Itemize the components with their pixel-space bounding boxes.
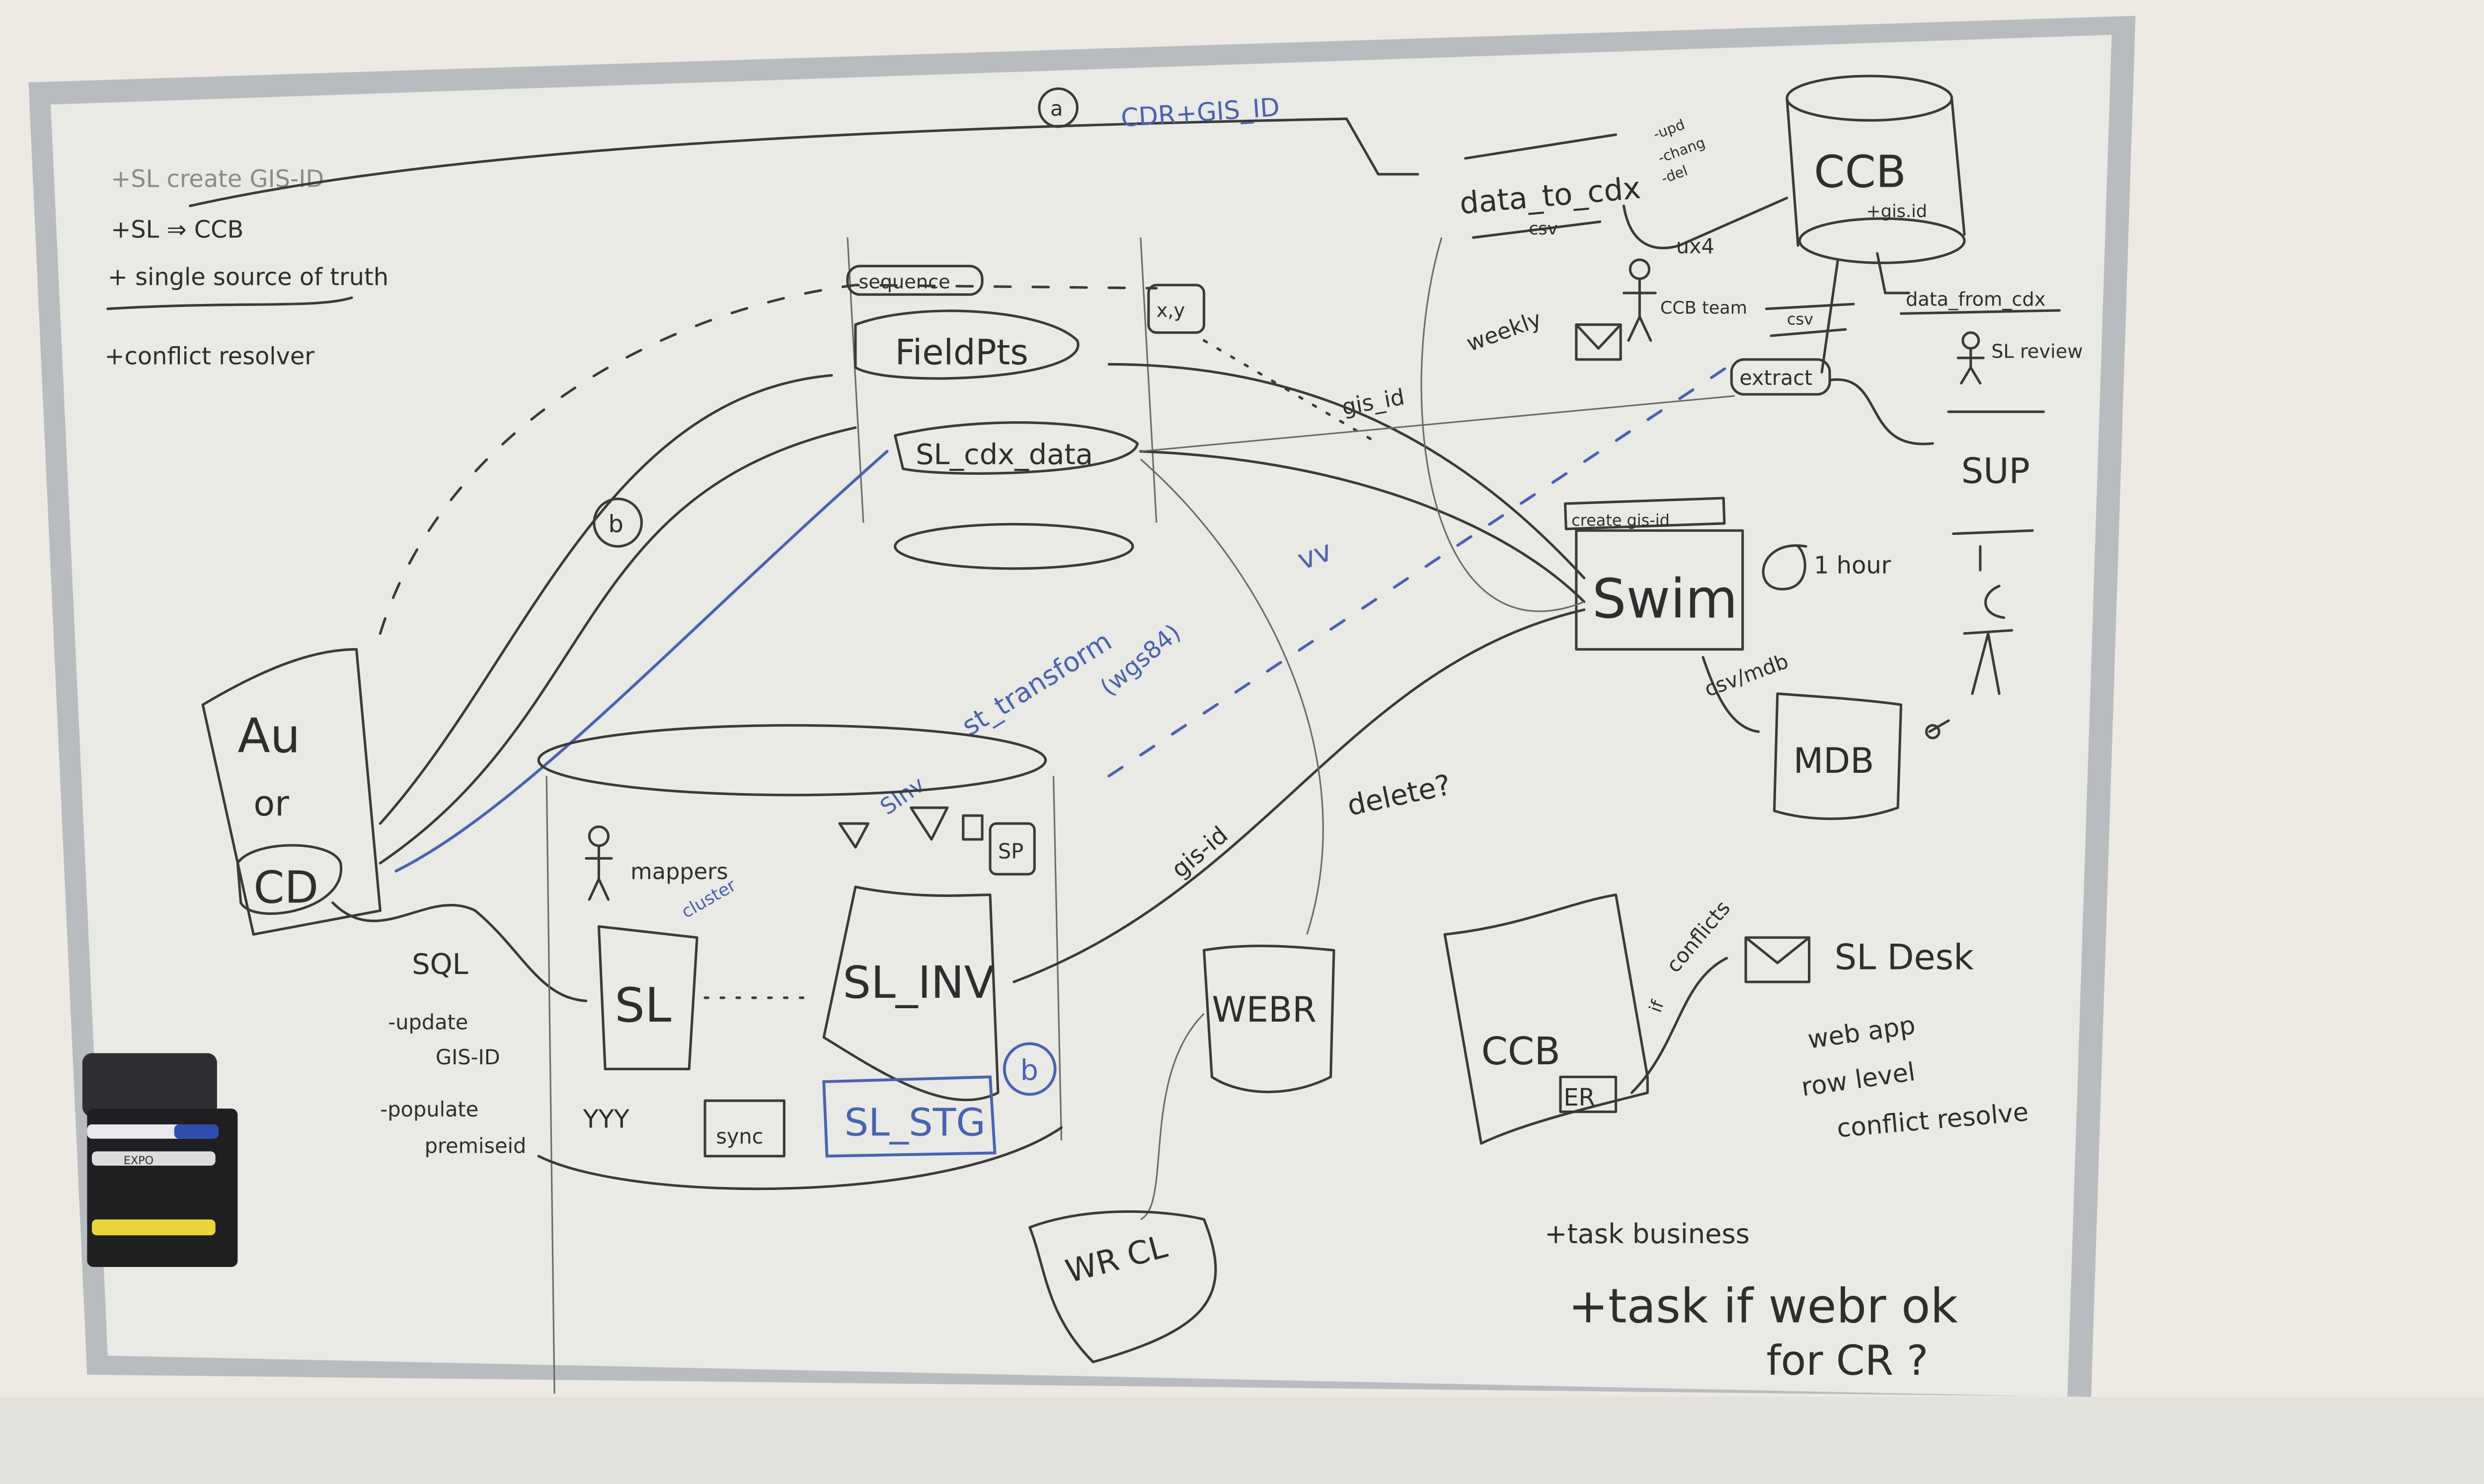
arrow	[1876, 252, 1911, 295]
task-webr-label: +task if webr ok	[1568, 1278, 1958, 1334]
sync-label: sync	[716, 1124, 763, 1148]
note-line: +SL ⇒ CCB	[111, 216, 243, 243]
ccb-conflict-label: CCB	[1481, 1030, 1560, 1074]
ccb-database: CCB +gis.id	[1785, 74, 1966, 264]
marker-brand: EXPO	[124, 1154, 154, 1167]
note-line: +conflict resolver	[104, 343, 314, 370]
task-business-label: +task business	[1545, 1218, 1750, 1250]
sl-database: mappers cluster SL SL_INV SP SL_STG sync…	[537, 724, 1063, 1394]
or-label: or	[253, 783, 289, 824]
csv-label: csv	[1787, 310, 1813, 329]
envelope-icon	[1575, 323, 1622, 361]
for-cr-label: for CR ?	[1766, 1336, 1928, 1385]
ux4-arrow	[1622, 197, 1788, 249]
central-database: sequence FieldPts x,y SL_cdx_data	[846, 237, 1206, 570]
sl-label: SL	[615, 977, 671, 1033]
er-label: ER	[1563, 1084, 1595, 1112]
swim-box	[1575, 529, 1744, 651]
flow-sl-cdx-swim	[1139, 450, 1586, 603]
sl-cdx-data-label: SL_cdx_data	[916, 438, 1093, 471]
ux4-label: ux4	[1676, 234, 1714, 258]
sql-premise: premiseid	[425, 1134, 527, 1158]
flow-fieldpts-swim	[1107, 363, 1586, 580]
sql-notes: SQL -update GIS-ID -populate premiseid	[380, 948, 526, 1158]
webr-box	[1202, 944, 1335, 1094]
swim-label: Swim	[1592, 568, 1738, 631]
mdb-database: MDB	[1773, 692, 1903, 820]
sql-gis-id: GIS-ID	[436, 1045, 500, 1069]
xy-label: x,y	[1157, 299, 1185, 322]
note-line: + single source of truth	[108, 264, 388, 291]
notes: +SL create GIS-ID +SL ⇒ CCB + single sou…	[104, 165, 388, 370]
sql-populate: -populate	[380, 1098, 478, 1121]
create-gis-id-box	[1563, 497, 1726, 530]
circle-b	[593, 497, 643, 548]
conflicts-flow	[1630, 957, 1728, 1094]
circle-b-label: b	[608, 511, 623, 538]
sl-inv-label: SL_INV	[843, 957, 994, 1009]
csv-line	[1765, 260, 1855, 373]
sl-stg-label: SL_STG	[845, 1101, 986, 1145]
marker-holder: EXPO	[82, 1053, 238, 1267]
ccb-team-label: CCB team	[1660, 297, 1747, 318]
data-from-cdx-label: data_from_cdx	[1906, 288, 2045, 310]
sup-label: SUP	[1961, 451, 2030, 492]
webr-line	[1140, 1013, 1205, 1220]
yyy-label: YYY	[582, 1105, 629, 1134]
whiteboard-photo: EXPO +SL create GIS-ID +SL ⇒ CCB + singl…	[28, 15, 2136, 1397]
ccb-sub: +gis.id	[1866, 201, 1927, 222]
thin-flow	[1420, 237, 1585, 612]
board-surface	[51, 35, 2112, 1397]
dashed-flow	[379, 284, 1158, 635]
one-hour-label: 1 hour	[1814, 552, 1891, 579]
flow-au-fieldpts	[379, 374, 833, 825]
data-to-cdx-box	[1464, 133, 1618, 239]
blue-dashed-flow	[1107, 366, 1728, 778]
sl-review-person-icon	[1956, 331, 1985, 385]
sl-desk-label: SL Desk	[1835, 937, 1974, 978]
extract-box	[1730, 358, 1831, 396]
data-to-cdx-format: csv	[1529, 219, 1557, 239]
thin-flow	[1140, 395, 1735, 452]
dotted-flow	[1202, 339, 1380, 445]
note-line: +SL create GIS-ID	[111, 165, 324, 193]
sup-person-icon	[1925, 545, 2014, 740]
circle-a	[1038, 87, 1079, 128]
cd-label: CD	[253, 862, 318, 914]
divider	[1899, 309, 2061, 535]
ccb-conflict-box	[1443, 893, 1649, 1145]
sql-label: SQL	[412, 948, 468, 981]
blue-flow	[394, 449, 889, 873]
er-box	[1559, 1075, 1618, 1113]
ccb-team-person-icon	[1622, 258, 1657, 342]
mdb-arrow	[1702, 656, 1760, 733]
sequence-label: sequence	[858, 271, 950, 293]
ccb-label: CCB	[1814, 146, 1906, 198]
au-label: Au	[237, 708, 300, 764]
mappers-label: mappers	[630, 859, 728, 885]
circle-a-label: a	[1050, 97, 1063, 121]
mdb-label: MDB	[1793, 741, 1874, 781]
wrcl-box	[1028, 1210, 1217, 1363]
fieldpts-label: FieldPts	[895, 332, 1028, 372]
gis-id-flow	[1012, 608, 1586, 983]
mappers-person-icon	[585, 825, 613, 901]
au-cd-box: Au or CD	[201, 648, 382, 936]
webr-label: WEBR	[1212, 989, 1317, 1030]
loop-arrow-icon	[1762, 544, 1807, 591]
envelope-icon	[1744, 936, 1811, 983]
sl-review-label: SL review	[1991, 341, 2083, 363]
marker-yellow[interactable]	[91, 1219, 216, 1236]
delete-flow	[1140, 458, 1324, 935]
marker-black[interactable]	[91, 1151, 216, 1166]
sp-label: SP	[998, 839, 1023, 863]
extract-line	[1828, 378, 1934, 445]
flow-line-a	[189, 117, 1419, 208]
sql-update: -update	[388, 1011, 468, 1035]
extract-label: extract	[1739, 366, 1812, 390]
create-gis-id-label: create gis-id	[1571, 511, 1670, 530]
sql-flow	[331, 901, 588, 1002]
circle-b2-label: b	[1020, 1054, 1038, 1087]
flow-au-sl-cdx	[379, 426, 857, 865]
